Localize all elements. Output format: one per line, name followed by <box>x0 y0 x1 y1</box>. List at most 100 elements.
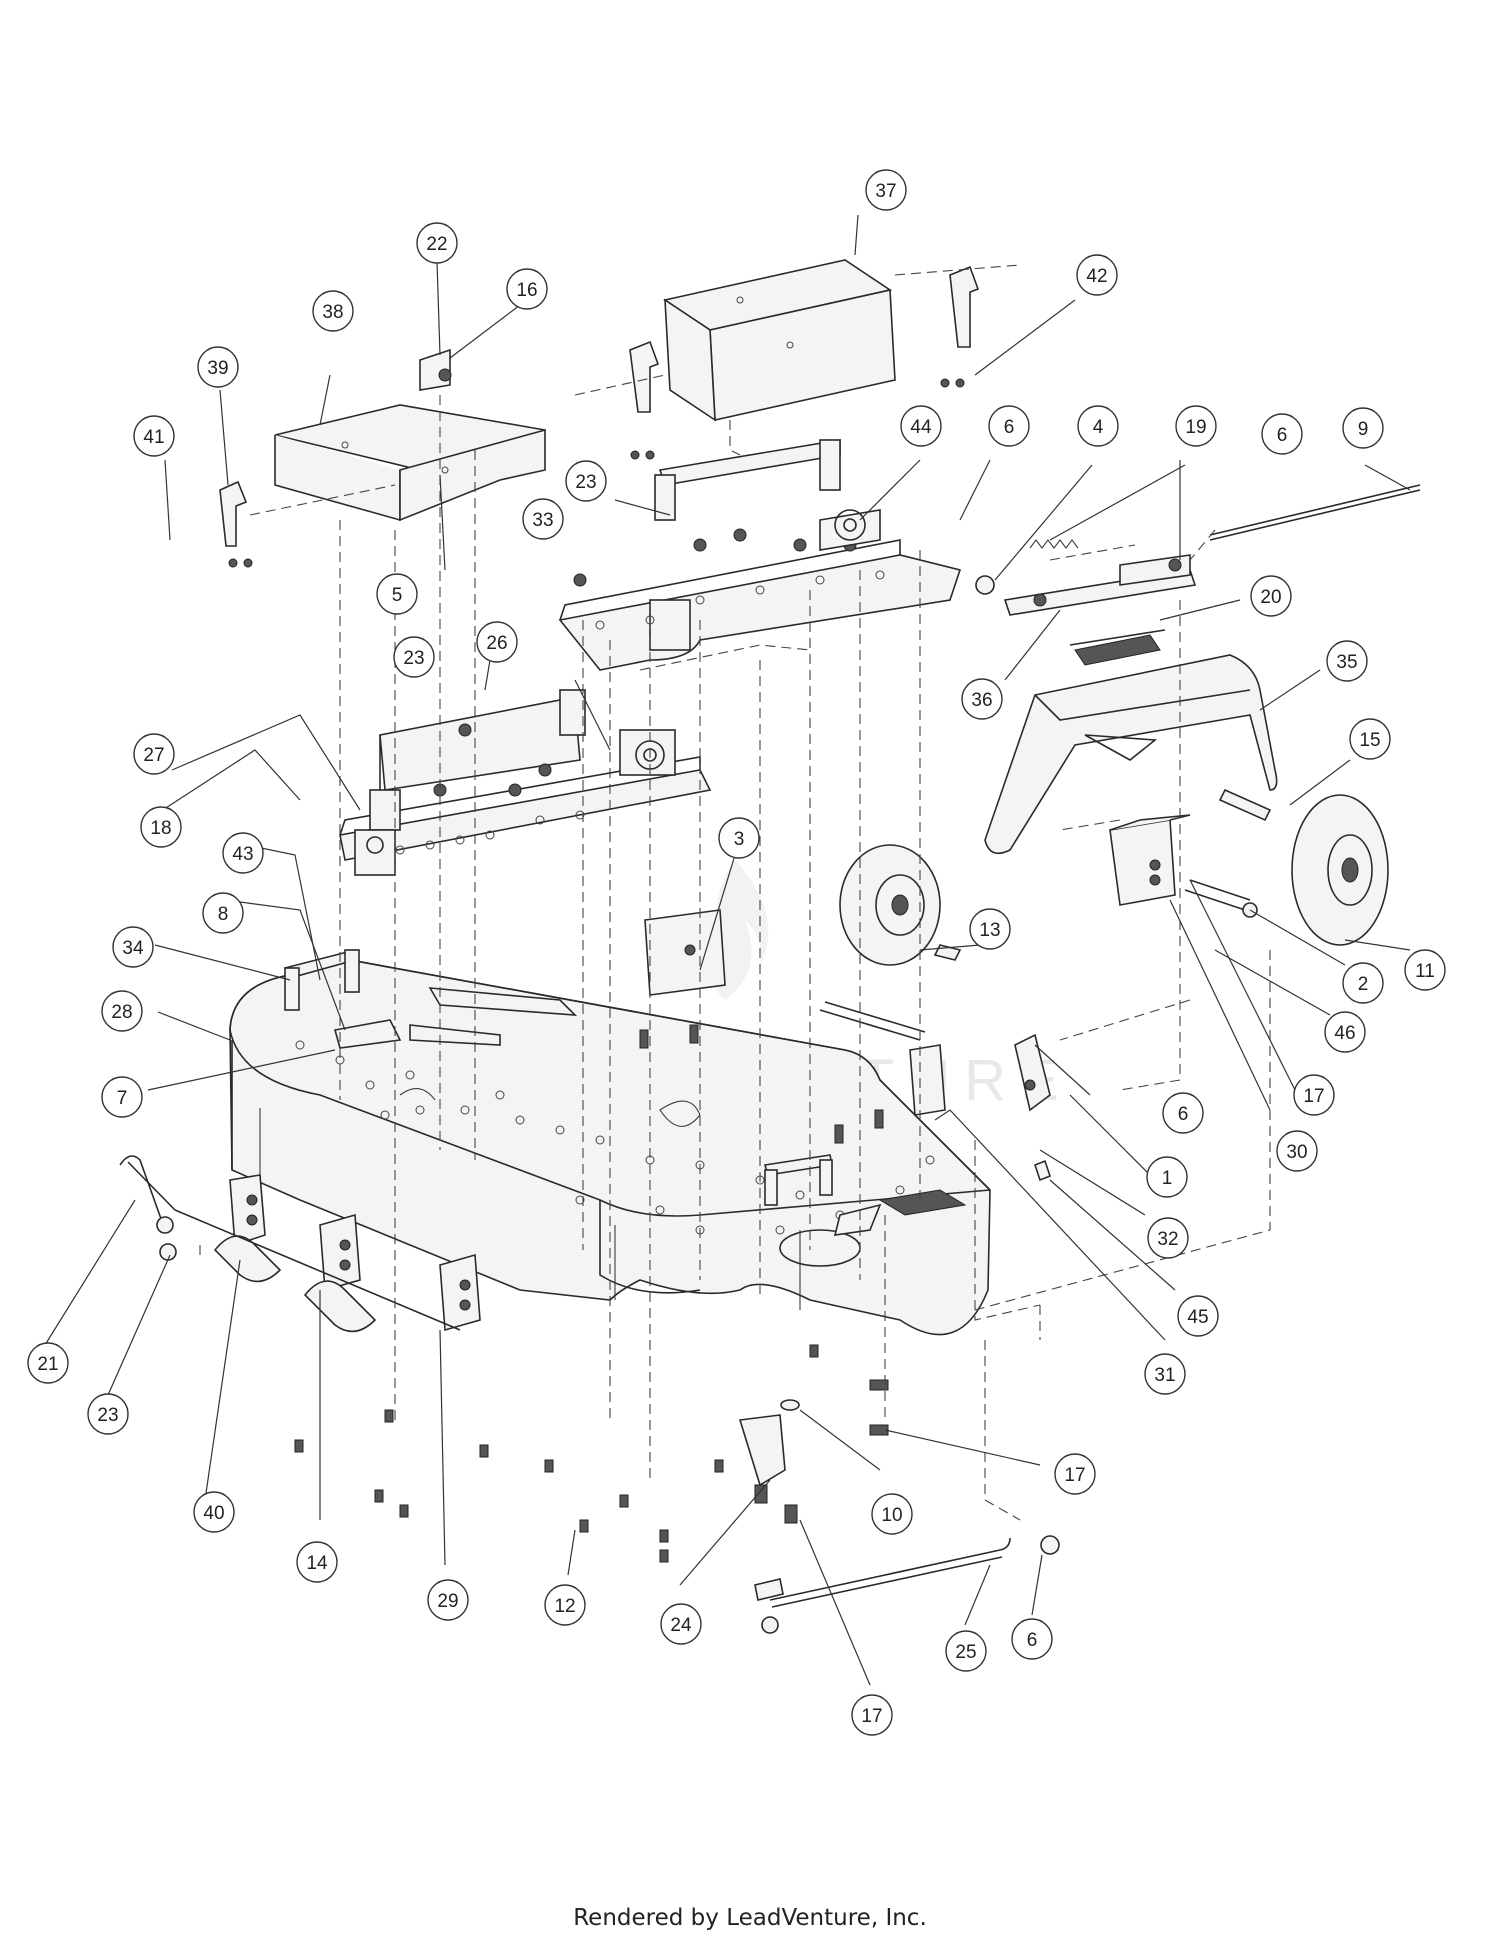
callout-18: 18 <box>140 806 182 848</box>
center-mount-plate <box>558 528 962 671</box>
center-wheel <box>839 844 941 966</box>
callout-21: 21 <box>27 1342 69 1384</box>
callout-2: 2 <box>1342 962 1384 1004</box>
callout-23-top: 23 <box>565 460 607 502</box>
pivot-bracket-36 <box>1003 554 1197 616</box>
callout-35: 35 <box>1326 640 1368 682</box>
callout-1: 1 <box>1146 1156 1188 1198</box>
svg-text:9: 9 <box>1358 419 1369 440</box>
deck-opening-slots <box>333 987 578 1049</box>
svg-text:4: 4 <box>1093 417 1104 438</box>
bracket-24 <box>738 1414 786 1487</box>
svg-text:10: 10 <box>881 1505 902 1526</box>
svg-text:21: 21 <box>37 1354 58 1375</box>
deck-holes <box>295 1040 935 1267</box>
svg-text:7: 7 <box>117 1088 128 1109</box>
callout-25: 25 <box>945 1630 987 1672</box>
spring-19 <box>1029 539 1079 549</box>
callout-20: 20 <box>1250 575 1292 617</box>
svg-text:12: 12 <box>554 1596 575 1617</box>
svg-text:18: 18 <box>150 818 171 839</box>
decal-20 <box>1069 629 1166 666</box>
callout-15: 15 <box>1349 718 1391 760</box>
left-belt-cover <box>274 404 546 522</box>
callout-23-bottom: 23 <box>87 1393 129 1435</box>
callout-10: 10 <box>871 1493 913 1535</box>
latch-center-37 <box>629 340 660 460</box>
svg-text:30: 30 <box>1286 1142 1307 1163</box>
rod-21 <box>119 1155 176 1231</box>
callout-27: 27 <box>133 733 175 775</box>
callout-17-bottom: 17 <box>851 1694 893 1736</box>
front-bracket <box>763 1154 833 1206</box>
callout-3: 3 <box>718 817 760 859</box>
svg-text:36: 36 <box>971 690 992 711</box>
clamp-22 <box>419 348 452 391</box>
washer-10 <box>780 1399 800 1411</box>
svg-text:6: 6 <box>1027 1630 1038 1651</box>
spindle-bearing-left <box>354 829 396 876</box>
svg-text:29: 29 <box>437 1591 458 1612</box>
deck-bolts <box>294 1344 889 1563</box>
callout-16: 16 <box>506 268 548 310</box>
right-belt-cover <box>662 259 896 422</box>
svg-text:20: 20 <box>1260 587 1281 608</box>
callout-39: 39 <box>197 346 239 388</box>
callout-9: 9 <box>1342 407 1384 449</box>
svg-text:32: 32 <box>1157 1229 1178 1250</box>
right-bracket-31 <box>909 1033 1051 1116</box>
svg-text:40: 40 <box>203 1503 224 1524</box>
svg-text:3: 3 <box>734 829 745 850</box>
callout-22: 22 <box>416 222 458 264</box>
svg-text:23: 23 <box>403 648 424 669</box>
clip-45 <box>1034 1159 1051 1182</box>
center-wheel-bracket <box>644 909 726 996</box>
svg-text:13: 13 <box>979 920 1000 941</box>
latch-right-42 <box>940 265 980 388</box>
callout-bubbles: 37 22 16 42 38 39 41 44 6 4 19 6 9 23 33… <box>27 169 1446 1736</box>
svg-text:17: 17 <box>1303 1086 1324 1107</box>
anti-scalp-rollers <box>174 1209 461 1333</box>
callout-30: 30 <box>1276 1130 1318 1172</box>
svg-text:37: 37 <box>875 181 896 202</box>
callout-40: 40 <box>193 1491 235 1533</box>
svg-text:6: 6 <box>1004 417 1015 438</box>
callout-44: 44 <box>900 405 942 447</box>
callout-34: 34 <box>112 926 154 968</box>
callout-19: 19 <box>1175 405 1217 447</box>
svg-text:17: 17 <box>1064 1465 1085 1486</box>
callout-7: 7 <box>101 1076 143 1118</box>
wheel-11 <box>1291 794 1389 946</box>
svg-text:31: 31 <box>1154 1365 1175 1386</box>
svg-text:17: 17 <box>861 1706 882 1727</box>
left-mount-plate <box>339 689 712 861</box>
callout-6-bottom: 6 <box>1011 1618 1053 1660</box>
svg-text:25: 25 <box>955 1642 976 1663</box>
callout-31: 31 <box>1144 1353 1186 1395</box>
roller-bracket-14 <box>319 1213 361 1292</box>
spacer-15 <box>1218 788 1272 822</box>
discharge-chute <box>984 654 1278 855</box>
callout-5: 5 <box>376 573 418 615</box>
alignment-lines <box>199 264 1271 1521</box>
callout-12: 12 <box>544 1584 586 1626</box>
svg-text:5: 5 <box>392 585 403 606</box>
callout-4: 4 <box>1077 405 1119 447</box>
callout-43: 43 <box>222 832 264 874</box>
svg-text:6: 6 <box>1277 425 1288 446</box>
svg-text:35: 35 <box>1336 652 1357 673</box>
svg-text:45: 45 <box>1187 1307 1208 1328</box>
callout-17-mid: 17 <box>1054 1453 1096 1495</box>
callout-33: 33 <box>522 498 564 540</box>
callout-42: 42 <box>1076 254 1118 296</box>
svg-text:28: 28 <box>111 1002 132 1023</box>
svg-text:34: 34 <box>122 938 144 959</box>
mower-deck-pan <box>229 959 991 1336</box>
svg-text:46: 46 <box>1334 1023 1355 1044</box>
callout-14: 14 <box>296 1541 338 1583</box>
svg-text:39: 39 <box>207 358 228 379</box>
axle-13 <box>819 944 962 1041</box>
callout-28: 28 <box>101 990 143 1032</box>
svg-text:16: 16 <box>516 280 537 301</box>
center-bearing-44 <box>819 509 881 551</box>
